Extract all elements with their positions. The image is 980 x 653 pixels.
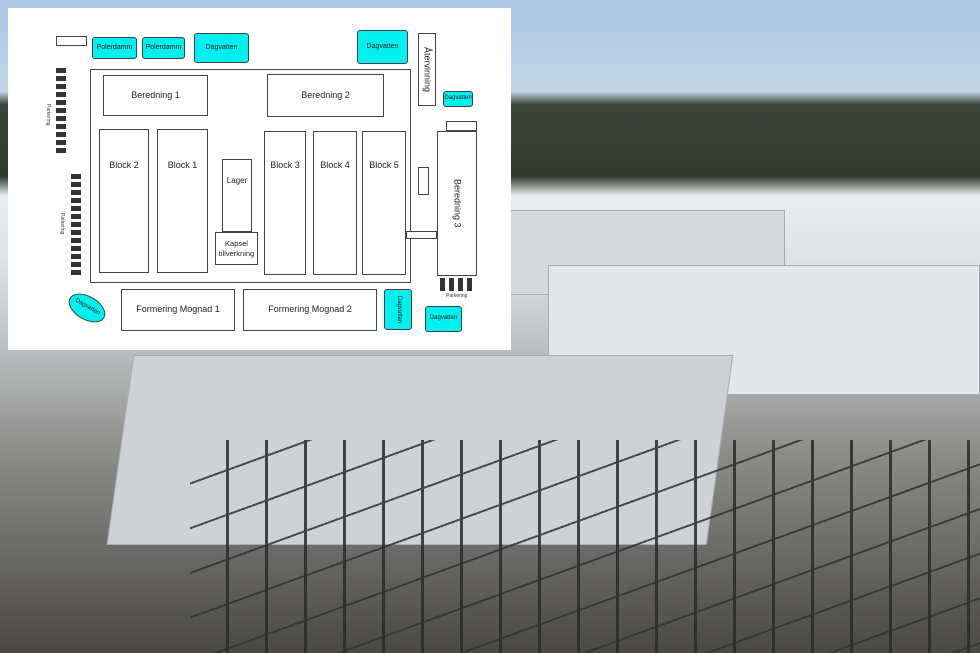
stormwater-pond-5: Dagvatten (425, 306, 462, 332)
parking-spaces-bottom (440, 278, 476, 291)
block-4: Block 4 (313, 131, 357, 275)
parking-label-2: Parkering (59, 213, 65, 235)
small-building (56, 36, 87, 46)
stormwater-pond-ellipse: Dagvatten (63, 287, 111, 329)
kapsel-tillverkning: Kapsel tillverkning (215, 232, 258, 265)
beredning-3: Beredning 3 (437, 131, 477, 276)
stormwater-pond-4: Dagvatten (384, 289, 412, 330)
connector-corridor (406, 231, 437, 239)
block-1: Block 1 (157, 129, 208, 273)
beredning-3-annex (446, 121, 477, 131)
parking-spaces-left-2 (71, 174, 81, 278)
polishing-pond-2: Polerdamm (142, 37, 185, 59)
beredning-1: Beredning 1 (103, 75, 208, 116)
parking-label-1: Parkering (45, 104, 51, 126)
parking-spaces-left-1 (56, 68, 66, 154)
lager: Lager (222, 159, 252, 232)
parking-label-3: Parkering (446, 293, 468, 299)
site-plan-diagram: Polerdamm Polerdamm Dagvatten Dagvatten … (8, 8, 511, 350)
steel-frame (190, 440, 980, 653)
block-2: Block 2 (99, 129, 149, 273)
stormwater-pond-2: Dagvatten (357, 30, 408, 64)
stormwater-pond-1: Dagvatten (194, 33, 249, 63)
block-3: Block 3 (264, 131, 306, 275)
stormwater-pond-3: Dagvatten (443, 91, 473, 107)
small-structure (418, 167, 429, 195)
formering-mognad-2: Formering Mognad 2 (243, 289, 377, 331)
formering-mognad-1: Formering Mognad 1 (121, 289, 235, 331)
recycling-building: Återvinning (418, 33, 436, 106)
beredning-2: Beredning 2 (267, 74, 384, 117)
block-5: Block 5 (362, 131, 406, 275)
polishing-pond-1: Polerdamm (92, 37, 137, 59)
